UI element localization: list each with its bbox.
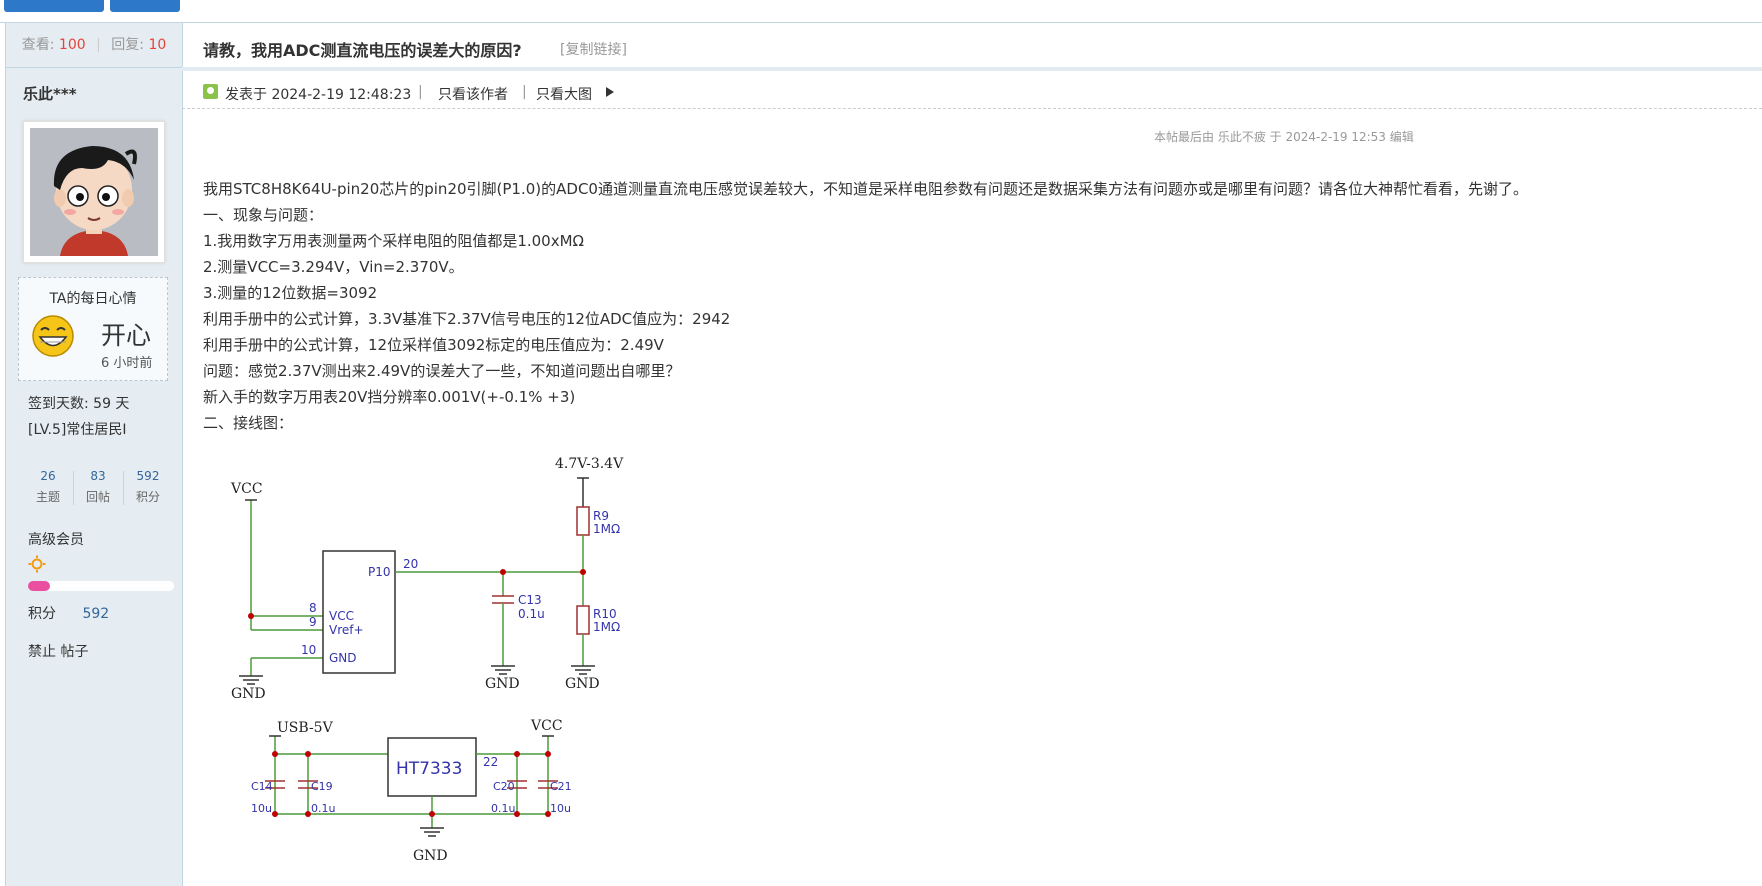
- schem-p10-label: P10: [368, 565, 391, 579]
- only-author-link[interactable]: 只看该作者: [438, 87, 508, 103]
- happy-face-icon: [32, 315, 74, 357]
- avatar[interactable]: [23, 121, 165, 263]
- stats-separator: |: [96, 37, 101, 53]
- post-line: 2.测量VCC=3.294V，Vin=2.370V。: [203, 258, 464, 276]
- schem-usb-label: USB-5V: [277, 720, 334, 736]
- top-button-2[interactable]: [110, 0, 180, 12]
- post-line: 利用手册中的公式计算，3.3V基准下2.37V信号电压的12位ADC值应为：29…: [203, 310, 731, 328]
- points-value: 592: [82, 606, 110, 622]
- post-line: 我用STC8H8K64U-pin20芯片的pin20引脚(P1.0)的ADC0通…: [203, 180, 1528, 198]
- top-divider: [0, 22, 1762, 23]
- schem-c20: C20: [493, 780, 515, 793]
- post-line: 1.我用数字万用表测量两个采样电阻的阻值都是1.00xMΩ: [203, 232, 584, 250]
- post-line: 二、接线图：: [203, 414, 294, 432]
- stat-divider: [123, 471, 124, 505]
- post-line: 一、现象与问题：: [203, 206, 324, 224]
- replies-count: 10: [148, 37, 167, 53]
- schem-pin-label: 10: [301, 643, 316, 657]
- level-progress-fill: [28, 581, 50, 591]
- stat-value: 83: [90, 469, 106, 483]
- views-label: 查看:: [21, 37, 55, 53]
- schem-gnd-label: GND: [413, 848, 448, 864]
- schem-gnd-pin: GND: [329, 651, 357, 665]
- schem-c14: C14: [251, 780, 273, 793]
- caret-right-icon[interactable]: [606, 87, 614, 97]
- schem-gnd-label: GND: [565, 676, 600, 692]
- schem-pin-label: 9: [309, 615, 317, 629]
- schem-range-label: 4.7V-3.4V: [555, 456, 624, 472]
- only-images-link[interactable]: 只看大图: [536, 87, 592, 103]
- post-time: 发表于 2024-2-19 12:48:23: [225, 87, 412, 103]
- stat-label: 积分: [135, 490, 160, 504]
- stat-value: 592: [136, 469, 160, 483]
- replies-label: 回复:: [111, 37, 144, 53]
- views-count: 100: [58, 37, 86, 53]
- stat-label: 回帖: [85, 490, 110, 504]
- schem-r9-value: 1MΩ: [593, 522, 620, 536]
- author-sidebar: 查看: 100 | 回复: 10 乐此***: [5, 23, 183, 886]
- stat-points[interactable]: 592 积分: [123, 469, 173, 505]
- mood-time: 6 小时前: [101, 356, 153, 371]
- schem-r9: R9: [593, 509, 609, 523]
- top-button-1[interactable]: [4, 0, 104, 12]
- schem-vref-pin: Vref+: [329, 623, 364, 637]
- post-line: 问题：感觉2.37V测出来2.49V的误差大了一些，不知道问题出自哪里？: [203, 362, 681, 380]
- sun-rank-icon: [28, 555, 46, 573]
- post-meta: 发表于 2024-2-19 12:48:23 | 只看该作者 | 只看大图: [182, 72, 1762, 109]
- schem-vcc-label: VCC: [530, 718, 563, 734]
- schem-r10: R10: [593, 607, 617, 621]
- schem-c13: C13: [518, 593, 542, 607]
- schem-pin-label: 8: [309, 601, 317, 615]
- post-line: 3.测量的12位数据=3092: [203, 284, 378, 302]
- copy-link[interactable]: [复制链接]: [560, 42, 627, 58]
- user-group[interactable]: 高级会员: [28, 532, 84, 548]
- checkin-days: 签到天数: 59 天: [28, 396, 130, 412]
- schem-c14-value: 10u: [251, 802, 272, 815]
- schem-c21-value: 10u: [550, 802, 571, 815]
- meta-separator: |: [522, 84, 527, 100]
- points-row: 积分 592: [28, 603, 109, 623]
- schem-gnd-label: GND: [485, 676, 520, 692]
- mood-title: TA的每日心情: [49, 291, 137, 307]
- meta-separator: |: [418, 84, 423, 100]
- daily-mood: TA的每日心情 开心 6 小时前: [18, 277, 168, 381]
- schem-c21: C21: [550, 780, 572, 793]
- mood-text: 开心: [101, 321, 152, 350]
- author-stats: 26 主题 83 回帖 592 积分: [23, 469, 173, 507]
- schem-gnd-label: GND: [231, 686, 266, 702]
- online-status-icon: [203, 84, 218, 99]
- author-name[interactable]: 乐此***: [23, 85, 77, 103]
- stat-label: 主题: [35, 490, 60, 504]
- post-content: 我用STC8H8K64U-pin20芯片的pin20引脚(P1.0)的ADC0通…: [203, 176, 1528, 436]
- thread-stats: 查看: 100 | 回复: 10: [6, 23, 182, 68]
- edit-note: 本帖最后由 乐此不疲 于 2024-2-19 12:53 编辑: [1154, 130, 1414, 144]
- schem-c13-value: 0.1u: [518, 607, 545, 621]
- stat-value: 26: [40, 469, 56, 483]
- user-level[interactable]: [LV.5]常住居民I: [28, 422, 127, 438]
- schem-pin-label: 22: [483, 755, 498, 769]
- schem-vcc-label: VCC: [230, 481, 263, 497]
- schem-vcc-pin: VCC: [329, 609, 354, 623]
- wiring-schematic-image[interactable]: VCC 4.7V-3.4V GND GND GND P10 20 8 9 10 …: [203, 448, 663, 868]
- post-line: 利用手册中的公式计算，12位采样值3092标定的电压值应为：2.49V: [203, 336, 664, 354]
- schem-c19: C19: [311, 780, 333, 793]
- level-progress-bar: [28, 581, 174, 591]
- stat-replies[interactable]: 83 回帖: [73, 469, 123, 505]
- avatar-image: [30, 128, 158, 256]
- ban-status: 禁止 帖子: [28, 644, 89, 660]
- schem-c19-value: 0.1u: [311, 802, 335, 815]
- schem-pin-label: 20: [403, 557, 418, 571]
- thread-header: 请教，我用ADC测直流电压的误差大的原因? [复制链接]: [182, 23, 1762, 71]
- thread-title: 请教，我用ADC测直流电压的误差大的原因?: [203, 41, 522, 60]
- points-label: 积分: [28, 606, 56, 622]
- schem-c20-value: 0.1u: [491, 802, 515, 815]
- stat-topics[interactable]: 26 主题: [23, 469, 73, 505]
- schem-regulator: HT7333: [396, 759, 462, 779]
- schem-r10-value: 1MΩ: [593, 620, 620, 634]
- stat-divider: [73, 471, 74, 505]
- post-line: 新入手的数字万用表20V挡分辨率0.001V(+-0.1% +3): [203, 388, 576, 406]
